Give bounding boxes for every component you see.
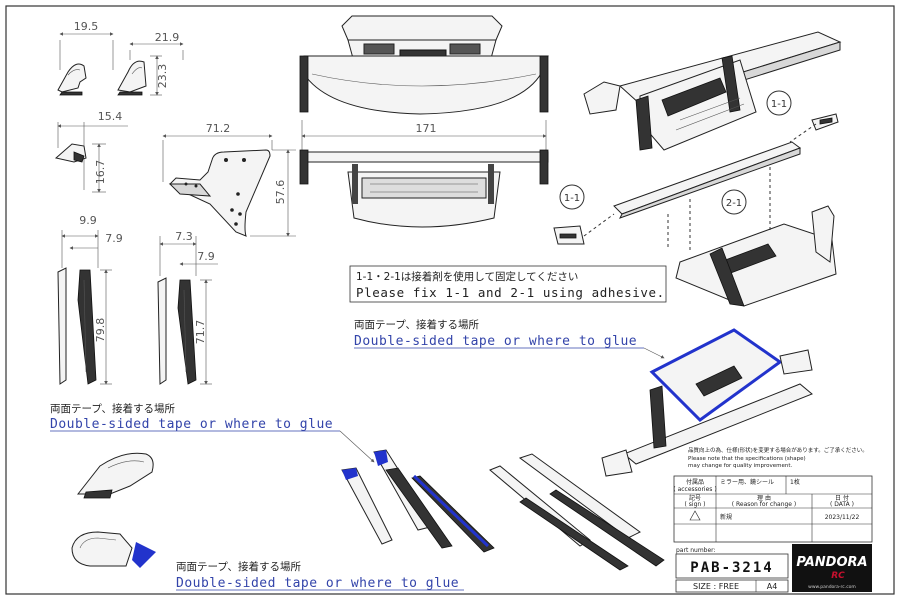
accessories-jp: 付属品 <box>686 478 704 486</box>
warning-icon <box>689 510 701 521</box>
dim-79-8: 79.8 <box>94 318 107 343</box>
blades-glue-detail <box>341 449 495 553</box>
mirror-glue-detail <box>71 531 156 568</box>
dim-21-9: 21.9 <box>155 31 180 44</box>
tape-note-en-3: Double-sided tape or where to glue <box>176 576 459 591</box>
mirror-part-c <box>54 143 87 190</box>
row-date: 2023/11/22 <box>825 514 860 521</box>
mirror-part-b <box>117 60 147 96</box>
rear-view-assembled <box>299 15 549 115</box>
top-view-wing <box>299 149 549 228</box>
label-2-1: 2-1 <box>726 198 742 209</box>
dim-7-9-a: 7.9 <box>105 232 123 245</box>
size-label: SIZE : FREE <box>693 582 739 591</box>
adhesive-note-box <box>349 265 667 303</box>
sign-en: ( sign ) <box>685 501 706 508</box>
logo-text: PANDORA <box>796 555 867 570</box>
iso-assembled <box>583 31 842 151</box>
blade-set-2 <box>157 277 197 385</box>
notice-jp: 品質向上の為、仕様(形状)を変更する場合があります。ご了承ください。 <box>688 446 868 454</box>
brand-url: www.pandora-rc.com <box>808 584 856 590</box>
adhesive-note-en: Please fix 1-1 and 2-1 using adhesive. <box>356 285 665 300</box>
wing-endplate <box>168 149 271 237</box>
blade-set-1 <box>57 267 97 385</box>
wing-glue-detail <box>601 328 813 477</box>
iso-exploded <box>553 113 839 307</box>
reason-jp: 理 由 <box>757 494 771 502</box>
reason-en: ( Reason for change ) <box>732 501 797 508</box>
dim-71-2: 71.2 <box>206 122 231 135</box>
sign-jp: 記号 <box>689 494 701 502</box>
logo-sub: RC <box>831 571 845 581</box>
part-number: PAB-3214 <box>690 560 773 576</box>
mirror-part-a <box>57 63 87 96</box>
label-1-1-left: 1-1 <box>564 193 580 204</box>
date-en: ( DATA ) <box>830 501 854 508</box>
sheet-border <box>5 5 895 595</box>
dim-9-9: 9.9 <box>79 214 97 227</box>
paper-size: A4 <box>767 582 778 591</box>
mirror-assembled <box>76 452 154 499</box>
dim-15-4: 15.4 <box>98 110 123 123</box>
dim-7-9-b: 7.9 <box>197 250 215 263</box>
blades-plain <box>489 453 665 571</box>
dim-57-6: 57.6 <box>274 180 287 205</box>
dim-71-7: 71.7 <box>194 320 207 345</box>
dim-16-7: 16.7 <box>94 160 107 185</box>
tape-note-en-2: Double-sided tape or where to glue <box>50 417 333 432</box>
label-1-1-right: 1-1 <box>771 99 787 110</box>
accessories-en: ( accessories ) <box>673 486 716 493</box>
row-reason: 新規 <box>720 513 732 521</box>
accessories-value: ミラー用、鏡シール <box>720 478 774 486</box>
tape-note-en-1: Double-sided tape or where to glue <box>354 334 637 349</box>
brand-logo <box>792 544 872 592</box>
date-jp: 日 付 <box>835 494 849 502</box>
tape-note-jp-1: 両面テープ、接着する場所 <box>354 318 480 331</box>
notice-en-1: Please note that the specifications (sha… <box>688 456 806 462</box>
dim-171: 171 <box>416 122 437 135</box>
part-number-label: part number: <box>676 547 716 554</box>
accessories-qty: 1枚 <box>790 478 800 486</box>
adhesive-note-jp: 1-1・2-1は接着剤を使用して固定してください <box>356 270 578 283</box>
tape-note-jp-2: 両面テープ、接着する場所 <box>50 402 176 415</box>
tape-note-jp-3: 両面テープ、接着する場所 <box>176 560 302 573</box>
notice-en-2: may change for quality improvement. <box>688 463 792 469</box>
dim-7-3: 7.3 <box>175 230 193 243</box>
dim-23-3: 23.3 <box>156 64 169 89</box>
dim-19-5: 19.5 <box>74 20 99 33</box>
title-block: 品質向上の為、仕様(形状)を変更する場合があります。ご了承ください。 Pleas… <box>673 446 873 593</box>
